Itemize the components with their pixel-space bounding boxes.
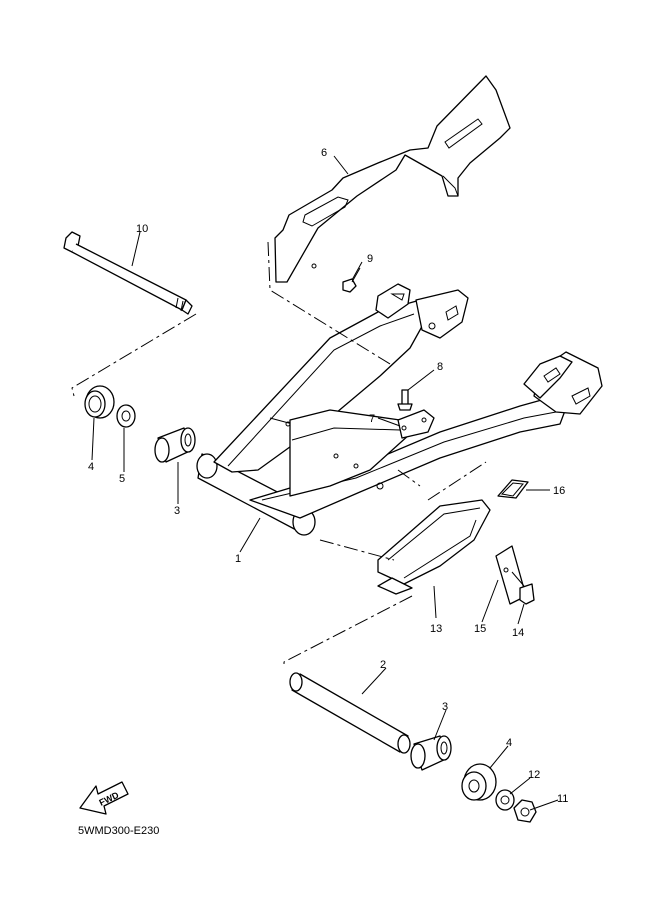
bushing-part-3-lower xyxy=(410,735,452,771)
callout-8: 8 xyxy=(437,361,443,373)
callout-7: 7 xyxy=(369,413,375,425)
callout-15: 15 xyxy=(474,623,486,635)
pad-part-16 xyxy=(497,479,529,499)
callout-9: 9 xyxy=(367,253,373,265)
pivot-shaft-part xyxy=(63,231,193,315)
swingarm-part xyxy=(196,283,603,536)
diagram-code: 5WMD300-E230 xyxy=(78,825,159,837)
chain-guide-part-13 xyxy=(377,499,491,595)
callout-4-left: 4 xyxy=(88,461,94,473)
washer-part-12 xyxy=(495,789,515,811)
collar-part-4-lower xyxy=(461,763,497,801)
leader-lines xyxy=(91,155,559,811)
nut-part-11 xyxy=(513,799,537,823)
callout-13: 13 xyxy=(430,623,442,635)
callout-16: 16 xyxy=(553,485,565,497)
bolt-part-14 xyxy=(511,571,535,605)
rivet-part-8 xyxy=(397,389,413,411)
callout-2: 2 xyxy=(380,659,386,671)
chain-guard-part xyxy=(274,75,511,283)
callout-10: 10 xyxy=(136,223,148,235)
callout-3-lower: 3 xyxy=(442,701,448,713)
callout-14: 14 xyxy=(512,627,524,639)
spacer-tube-part-2 xyxy=(289,672,411,754)
callout-4-lower: 4 xyxy=(506,737,512,749)
callout-6: 6 xyxy=(321,147,327,159)
collar-part-4-left xyxy=(84,385,115,419)
callout-3-upper: 3 xyxy=(174,505,180,517)
callout-12: 12 xyxy=(528,769,540,781)
callout-5: 5 xyxy=(119,473,125,485)
bracket-part-7 xyxy=(397,409,435,439)
callout-11: 11 xyxy=(557,793,568,805)
alignment-lines xyxy=(71,241,487,668)
bolt-part-9 xyxy=(342,267,361,293)
washer-part-5 xyxy=(116,404,136,428)
callout-1: 1 xyxy=(235,553,241,565)
callout-labels: 10 6 9 8 7 4 5 3 1 16 13 15 14 2 3 4 12 … xyxy=(88,147,568,805)
forward-arrow-icon: FWD xyxy=(79,781,129,815)
bushing-part-3-upper xyxy=(154,427,196,463)
